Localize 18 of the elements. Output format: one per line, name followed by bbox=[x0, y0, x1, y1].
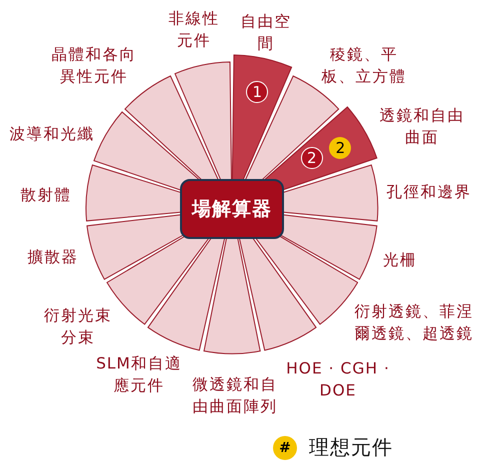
segment-label: 非線性元件 bbox=[167, 8, 220, 51]
segment-label: 自由空間 bbox=[239, 11, 292, 54]
segment-label: 衍射光束分束 bbox=[43, 305, 113, 348]
segment-label: 衍射透鏡、菲涅爾透鏡、超透鏡 bbox=[353, 301, 474, 344]
segment-label: 波導和光纖 bbox=[8, 124, 96, 146]
segment-label: 孔徑和邊界 bbox=[385, 182, 472, 204]
segment-label: 微透鏡和自由曲面陣列 bbox=[191, 374, 278, 417]
segment-label: SLM和自適應元件 bbox=[95, 353, 183, 396]
legend-swatch: # bbox=[273, 436, 297, 460]
segment-label: 透鏡和自由曲面 bbox=[378, 105, 466, 148]
segment-label: 稜鏡、平板、立方體 bbox=[320, 44, 408, 87]
segment-label: 擴散器 bbox=[26, 247, 80, 268]
segment-label: 光柵 bbox=[382, 250, 418, 272]
segment-label: HOE · CGH · DOE bbox=[285, 358, 391, 401]
solver-box: 場解算器 bbox=[180, 179, 284, 239]
legend-label: 理想元件 bbox=[309, 434, 393, 461]
segment-label: 散射體 bbox=[20, 185, 72, 206]
segment-label: 晶體和各向異性元件 bbox=[50, 44, 138, 87]
